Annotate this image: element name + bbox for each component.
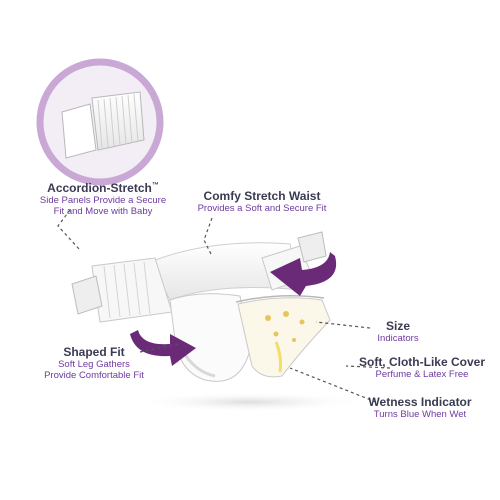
callout-soft-cover: Soft, Cloth-Like Cover Perfume & Latex F…	[352, 355, 492, 381]
size-desc: Indicators	[377, 332, 419, 344]
floor-shadow	[135, 392, 365, 412]
callout-size: Size Indicators	[358, 319, 438, 345]
stretch-arrows	[130, 252, 337, 366]
wetness-indicator-desc: Turns Blue When Wet	[373, 408, 467, 420]
soft-cover-desc: Perfume & Latex Free	[375, 368, 469, 380]
leader-lines	[57, 209, 391, 403]
accordion-stretch-desc-line1: Side Panels Provide a Secure	[39, 194, 167, 206]
shaped-fit-title: Shaped Fit	[63, 345, 125, 359]
wetness-indicator-title: Wetness Indicator	[368, 395, 472, 409]
shaped-fit-desc-line2: Provide Comfortable Fit	[44, 369, 144, 381]
wetness-stripe	[274, 341, 282, 373]
accordion-stretch-title: Accordion-Stretch™	[47, 181, 159, 195]
trademark-mark: ™	[151, 182, 159, 189]
callout-wetness-indicator: Wetness Indicator Turns Blue When Wet	[360, 395, 480, 421]
comfy-stretch-waist-title: Comfy Stretch Waist	[203, 189, 321, 203]
zoom-detail-circle	[36, 58, 164, 186]
accordion-stretch-desc-line2: Fit and Move with Baby	[53, 205, 153, 217]
callout-accordion-stretch: Accordion-Stretch™ Side Panels Provide a…	[18, 181, 188, 218]
shaped-fit-desc-line1: Soft Leg Gathers	[58, 358, 130, 370]
size-title: Size	[385, 319, 410, 333]
soft-cover-title: Soft, Cloth-Like Cover	[358, 355, 485, 369]
callout-shaped-fit: Shaped Fit Soft Leg Gathers Provide Comf…	[34, 345, 154, 382]
size-indicator-print	[265, 311, 305, 342]
comfy-stretch-waist-desc: Provides a Soft and Secure Fit	[197, 202, 327, 214]
callout-comfy-stretch-waist: Comfy Stretch Waist Provides a Soft and …	[174, 189, 350, 215]
